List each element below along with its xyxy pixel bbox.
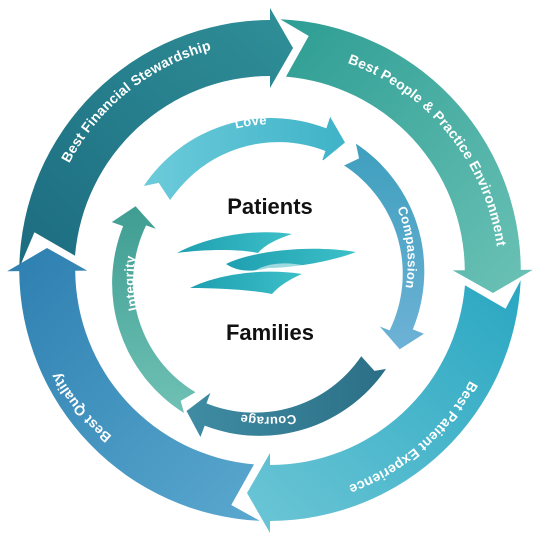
inner-arrow-integrity [111,206,196,414]
inner-label-courage: Courage [239,411,297,429]
outer-arrow-best-people-practice-environment [280,19,533,294]
inner-label-integrity: Integrity [122,254,141,312]
outer-ring [7,8,533,533]
outer-arrow-best-financial-stewardship [19,8,294,268]
hands-icon [177,232,356,294]
outer-arrow-best-patient-experience [247,280,521,533]
center-content: Patients Families [177,194,356,345]
inner-label-compassion: Compassion [394,204,419,290]
inner-ring [111,116,425,438]
inner-labels: Love Compassion Courage Integrity [122,112,420,429]
inner-arrow-love [143,116,345,201]
inner-arrow-courage [186,356,386,438]
center-label-patients: Patients [227,194,313,219]
center-label-families: Families [226,320,314,345]
inner-arrow-compassion [344,143,425,350]
inner-label-love: Love [233,112,267,131]
outer-arrow-best-quality [7,248,260,521]
